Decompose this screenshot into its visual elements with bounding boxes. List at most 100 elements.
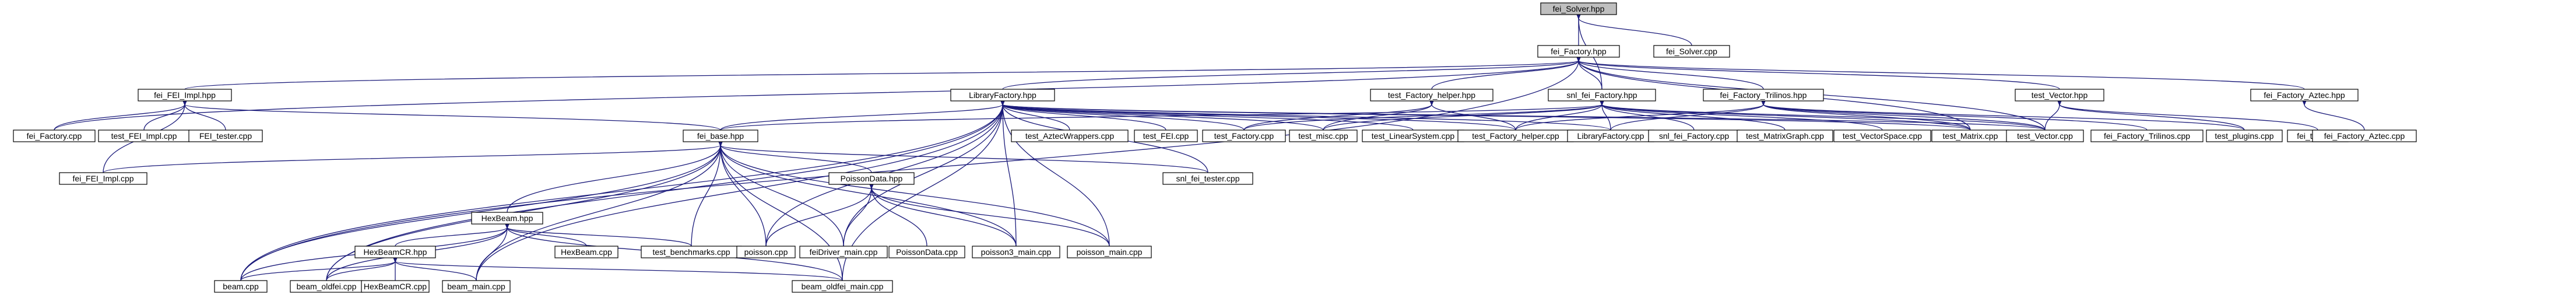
node-test-misc-cpp[interactable]: test_misc.cpp — [1289, 130, 1358, 142]
node-label: fei_Factory_Trilinos.cpp — [2104, 131, 2190, 141]
edge-hexbeamcr-hpp-to-beam-oldfei-main-cpp — [395, 261, 843, 281]
node-box — [1011, 130, 1129, 142]
node-fei-factory-aztec-hpp[interactable]: fei_Factory_Aztec.hpp — [2250, 89, 2359, 102]
edge-hexbeamcr-hpp-to-beam-cpp — [240, 261, 395, 281]
node-hexbeam-cpp[interactable]: HexBeam.cpp — [554, 246, 618, 258]
node-feidriver-main-cpp[interactable]: feiDriver_main.cpp — [799, 246, 888, 258]
node-test-matrixgraph-cpp[interactable]: test_MatrixGraph.cpp — [1737, 130, 1833, 142]
node-beam-oldfei-main-cpp[interactable]: beam_oldfei_main.cpp — [792, 280, 893, 293]
node-fei-solver-hpp[interactable]: fei_Solver.hpp — [1540, 2, 1617, 15]
edge-fei-base-hpp-to-snl-fei-tester-cpp — [721, 145, 1208, 173]
node-box — [799, 246, 888, 258]
node-box — [2206, 130, 2283, 142]
edges-layer — [54, 18, 2365, 281]
node-snl-fei-factory-hpp[interactable]: snl_fei_Factory.hpp — [1548, 89, 1656, 102]
node-fei-solver-cpp[interactable]: fei_Solver.cpp — [1653, 45, 1730, 58]
edge-hexbeamcr-hpp-to-beam-oldfei-cpp — [326, 261, 395, 281]
node-box — [736, 246, 796, 258]
node-fei-factory-aztec-cpp[interactable]: fei_Factory_Aztec.cpp — [2312, 130, 2417, 142]
node-test-vector-hpp[interactable]: test_Vector.hpp — [2015, 89, 2104, 102]
edge-poissondata-hpp-to-poissondata-cpp — [871, 188, 927, 247]
node-fei-factory-trilinos-cpp[interactable]: fei_Factory_Trilinos.cpp — [2090, 130, 2204, 142]
node-poisson3-main-cpp[interactable]: poisson3_main.cpp — [972, 246, 1060, 258]
node-test-plugins-cpp[interactable]: test_plugins.cpp — [2206, 130, 2283, 142]
node-snl-fei-tester-cpp[interactable]: snl_fei_tester.cpp — [1162, 172, 1253, 185]
node-label: poisson3_main.cpp — [981, 247, 1052, 257]
node-test-matrix-cpp[interactable]: test_Matrix.cpp — [1931, 130, 2009, 142]
node-box — [2090, 130, 2204, 142]
edge-fei-factory-trilinos-hpp-to-test-matrix-cpp — [1763, 104, 1971, 131]
node-label: HexBeamCR.cpp — [364, 282, 427, 291]
node-label: test_misc.cpp — [1298, 131, 1348, 141]
node-hexbeamcr-hpp[interactable]: HexBeamCR.hpp — [354, 246, 436, 258]
edge-libraryfactory-hpp-to-test-fei-cpp — [1003, 104, 1166, 131]
node-snl-fei-factory-cpp[interactable]: snl_fei_Factory.cpp — [1648, 130, 1740, 142]
node-label: test_LinearSystem.cpp — [1372, 131, 1455, 141]
node-test-factory-helper-cpp[interactable]: test_Factory_helper.cpp — [1457, 130, 1574, 142]
edge-fei-fei-impl-hpp-to-fei-base-hpp — [185, 104, 721, 131]
node-libraryfactory-hpp[interactable]: LibraryFactory.hpp — [950, 89, 1055, 102]
edge-libraryfactory-hpp-to-test-factory-cpp — [1003, 104, 1245, 131]
edge-libraryfactory-hpp-to-test-aztecwrappers-cpp — [1003, 104, 1070, 131]
node-fei-fei-impl-hpp[interactable]: fei_FEI_Impl.hpp — [138, 89, 232, 102]
node-label: beam_oldfei_main.cpp — [802, 282, 884, 291]
edge-poissondata-hpp-to-poisson3-main-cpp — [871, 188, 1017, 247]
edge-test-vector-hpp-to-fei-test-cpp — [2060, 104, 2318, 131]
node-test-vector-cpp[interactable]: test_Vector.cpp — [2006, 130, 2084, 142]
node-fei-base-hpp[interactable]: fei_base.hpp — [683, 130, 758, 142]
edge-fei-factory-aztec-hpp-to-fei-factory-aztec-cpp — [2304, 104, 2365, 131]
node-box — [828, 172, 915, 185]
edge-snl-fei-factory-hpp-to-libraryfactory-cpp — [1602, 104, 1611, 131]
node-beam-cpp[interactable]: beam.cpp — [214, 280, 268, 293]
node-test-aztecwrappers-cpp[interactable]: test_AztecWrappers.cpp — [1011, 130, 1129, 142]
node-label: feiDriver_main.cpp — [810, 247, 878, 257]
node-test-fei-impl-cpp[interactable]: test_FEI_Impl.cpp — [98, 130, 190, 142]
node-poissondata-hpp[interactable]: PoissonData.hpp — [828, 172, 915, 185]
node-fei-tester-cpp[interactable]: FEI_tester.cpp — [188, 130, 263, 142]
node-test-vectorspace-cpp[interactable]: test_VectorSpace.cpp — [1833, 130, 1931, 142]
node-test-linearsystem-cpp[interactable]: test_LinearSystem.cpp — [1362, 130, 1464, 142]
node-libraryfactory-cpp[interactable]: LibraryFactory.cpp — [1567, 130, 1654, 142]
node-box — [1833, 130, 1931, 142]
node-hexbeam-hpp[interactable]: HexBeam.hpp — [471, 212, 543, 225]
node-poisson-main-cpp[interactable]: poisson_main.cpp — [1067, 246, 1152, 258]
node-label: beam_main.cpp — [447, 282, 505, 291]
node-test-factory-helper-hpp[interactable]: test_Factory_helper.hpp — [1370, 89, 1493, 102]
edge-hexbeam-hpp-to-test-benchmarks-cpp — [507, 228, 692, 247]
edge-libraryfactory-hpp-to-poisson-main-cpp — [1003, 104, 1110, 247]
edge-fei-base-hpp-to-beam-oldfei-cpp — [326, 145, 721, 281]
edge-fei-base-hpp-to-fei-fei-impl-cpp — [103, 145, 721, 173]
edge-snl-fei-factory-hpp-to-test-vectorspace-cpp — [1602, 104, 1883, 131]
edge-libraryfactory-hpp-to-beam-main-cpp — [476, 104, 1003, 281]
node-test-fei-cpp[interactable]: test_FEI.cpp — [1134, 130, 1198, 142]
node-beam-oldfei-cpp[interactable]: beam_oldfei.cpp — [290, 280, 363, 293]
node-poisson-cpp[interactable]: poisson.cpp — [736, 246, 796, 258]
edge-fei-factory-hpp-to-test-vector-hpp — [1579, 61, 2060, 90]
node-box — [1134, 130, 1198, 142]
node-label: fei_base.hpp — [697, 131, 744, 141]
node-test-benchmarks-cpp[interactable]: test_benchmarks.cpp — [641, 246, 742, 258]
edge-fei-factory-hpp-to-fei-fei-impl-hpp — [184, 61, 1579, 90]
node-beam-main-cpp[interactable]: beam_main.cpp — [442, 280, 511, 293]
node-box — [2312, 130, 2417, 142]
node-label: HexBeam.hpp — [482, 214, 533, 223]
node-fei-factory-hpp[interactable]: fei_Factory.hpp — [1537, 45, 1620, 58]
node-box — [13, 130, 96, 142]
node-fei-fei-impl-cpp[interactable]: fei_FEI_Impl.cpp — [59, 172, 147, 185]
node-label: test_benchmarks.cpp — [652, 247, 730, 257]
node-hexbeamcr-cpp[interactable]: HexBeamCR.cpp — [361, 280, 430, 293]
node-test-factory-cpp[interactable]: test_Factory.cpp — [1202, 130, 1286, 142]
edge-fei-factory-trilinos-hpp-to-test-vector-cpp — [1763, 104, 2046, 131]
node-poissondata-cpp[interactable]: PoissonData.cpp — [888, 246, 965, 258]
node-fei-factory-cpp[interactable]: fei_Factory.cpp — [13, 130, 96, 142]
node-label: snl_fei_Factory.hpp — [1566, 90, 1637, 100]
edge-hexbeam-hpp-to-hexbeamcr-hpp — [395, 228, 507, 247]
edge-fei-base-hpp-to-feidriver-main-cpp — [721, 145, 844, 247]
node-label: test_FEI.cpp — [1143, 131, 1189, 141]
node-box — [1202, 130, 1286, 142]
node-fei-factory-trilinos-hpp[interactable]: fei_Factory_Trilinos.hpp — [1703, 89, 1824, 102]
edge-fei-fei-impl-hpp-to-fei-tester-cpp — [185, 104, 226, 131]
node-label: PoissonData.cpp — [896, 247, 958, 257]
node-box — [554, 246, 618, 258]
node-label: test_Matrix.cpp — [1943, 131, 1998, 141]
